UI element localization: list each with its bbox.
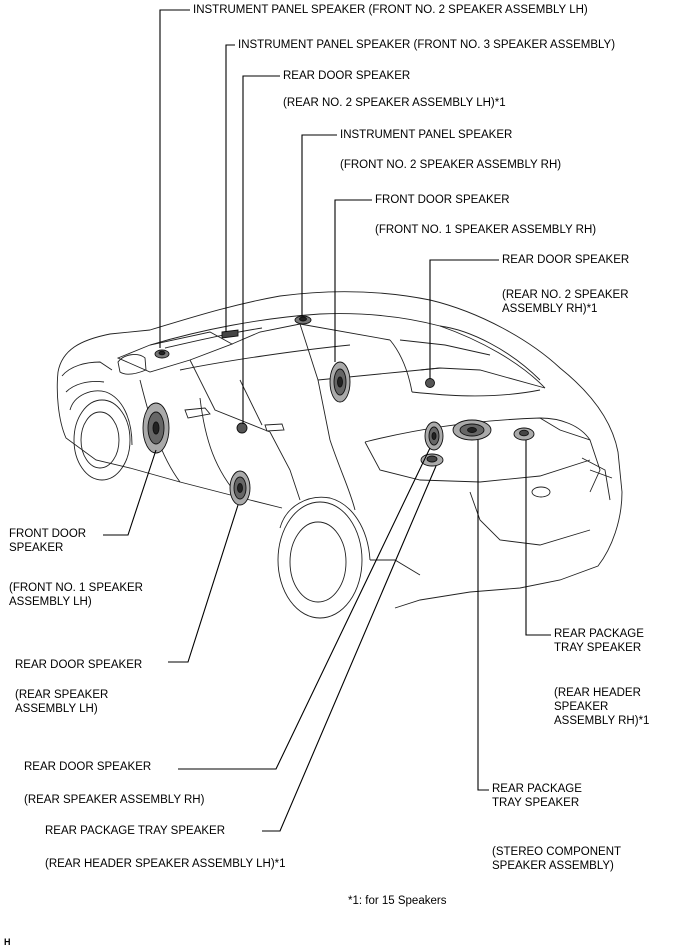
leader-rear-pkg-rh — [525, 440, 551, 636]
leader-lines — [103, 9, 551, 832]
leader-front-door-lh — [103, 449, 157, 536]
label-ip-speaker-lh: INSTRUMENT PANEL SPEAKER (FRONT NO. 2 SP… — [193, 4, 588, 16]
speaker-rear-door-rh-icon — [424, 421, 444, 451]
label-rear-door-rh-name: REAR DOOR SPEAKER — [24, 761, 152, 773]
label-ip-speaker-no3: INSTRUMENT PANEL SPEAKER (FRONT NO. 3 SP… — [238, 39, 616, 51]
label-rear-door-rh-part: (REAR SPEAKER ASSEMBLY RH) — [24, 794, 205, 806]
label-front-door-lh-part-1: (FRONT NO. 1 SPEAKER — [9, 582, 143, 594]
label-rear-pkg-rh-name-1: REAR PACKAGE — [554, 628, 644, 640]
speaker-ip-lh-icon — [154, 349, 170, 359]
label-rear-pkg-stereo-part-1: (STEREO COMPONENT — [492, 846, 622, 858]
label-front-door-rh-part: (FRONT NO. 1 SPEAKER ASSEMBLY RH) — [375, 224, 597, 236]
label-rear-door-lh-part-2: ASSEMBLY LH) — [15, 703, 98, 715]
label-ip-speaker-rh-part: (FRONT NO. 2 SPEAKER ASSEMBLY RH) — [340, 159, 562, 171]
leader-rear-pkg-stereo — [477, 440, 489, 791]
leader-rear-door-rh — [178, 447, 431, 770]
label-rear-pkg-lh-part: (REAR HEADER SPEAKER ASSEMBLY LH)*1 — [45, 858, 286, 870]
label-ip-speaker-rh-name: INSTRUMENT PANEL SPEAKER — [340, 129, 513, 141]
label-rear-pkg-rh-part-2: SPEAKER — [554, 701, 609, 713]
label-rear-pkg-rh-part-1: (REAR HEADER — [554, 687, 641, 699]
speaker-rear-header-lh-icon — [420, 453, 444, 467]
label-rear-pkg-stereo-part-2: SPEAKER ASSEMBLY) — [492, 860, 614, 872]
label-front-door-rh-name: FRONT DOOR SPEAKER — [375, 194, 510, 206]
label-front-door-lh-name-2: SPEAKER — [9, 542, 64, 554]
label-rear-door-rh-no2-name: REAR DOOR SPEAKER — [502, 254, 630, 266]
speaker-ip-no3-icon — [221, 329, 239, 339]
label-rear-pkg-rh-name-2: TRAY SPEAKER — [554, 642, 642, 654]
label-rear-door-lh-part-1: (REAR SPEAKER — [15, 689, 109, 701]
label-rear-door-rh-no2-part-1: (REAR NO. 2 SPEAKER — [502, 289, 629, 301]
leader-rear-pkg-lh — [262, 465, 437, 832]
leader-rear-door-lh — [168, 504, 239, 663]
label-rear-door-lh-no2-name: REAR DOOR SPEAKER — [283, 70, 411, 82]
label-rear-pkg-rh-part-3: ASSEMBLY RH)*1 — [554, 715, 650, 727]
leader-rear-no2-lh — [242, 75, 280, 424]
leader-ip-no3 — [225, 44, 235, 332]
speaker-rear-no2-rh-icon — [425, 378, 435, 388]
speaker-rear-header-rh-icon — [513, 427, 535, 441]
leader-ip-lh — [159, 9, 190, 348]
footnote: *1: for 15 Speakers — [348, 895, 447, 907]
label-rear-door-lh-name: REAR DOOR SPEAKER — [15, 659, 143, 671]
leader-front-door-rh — [334, 199, 372, 362]
speaker-stereo-component-icon — [452, 419, 492, 441]
figure-id: H — [4, 937, 11, 947]
speaker-markers — [142, 315, 535, 506]
label-rear-pkg-stereo-name-1: REAR PACKAGE — [492, 783, 582, 795]
label-front-door-lh-name-1: FRONT DOOR — [9, 528, 87, 540]
label-rear-pkg-lh-name: REAR PACKAGE TRAY SPEAKER — [45, 825, 226, 837]
label-rear-pkg-stereo-name-2: TRAY SPEAKER — [492, 797, 580, 809]
speaker-ip-rh-icon — [294, 315, 312, 325]
speaker-rear-no2-lh-icon — [236, 422, 248, 434]
leader-rear-no2-rh — [429, 259, 499, 379]
speaker-rear-door-lh-icon — [229, 470, 251, 506]
leader-ip-rh — [301, 134, 337, 316]
vehicle-outline — [56, 291, 623, 619]
label-rear-door-lh-no2-part: (REAR NO. 2 SPEAKER ASSEMBLY LH)*1 — [283, 97, 506, 109]
label-rear-door-rh-no2-part-2: ASSEMBLY RH)*1 — [502, 303, 598, 315]
speaker-front-door-lh-icon — [142, 402, 170, 454]
speaker-front-door-rh-icon — [329, 361, 351, 403]
label-front-door-lh-part-2: ASSEMBLY LH) — [9, 596, 92, 608]
